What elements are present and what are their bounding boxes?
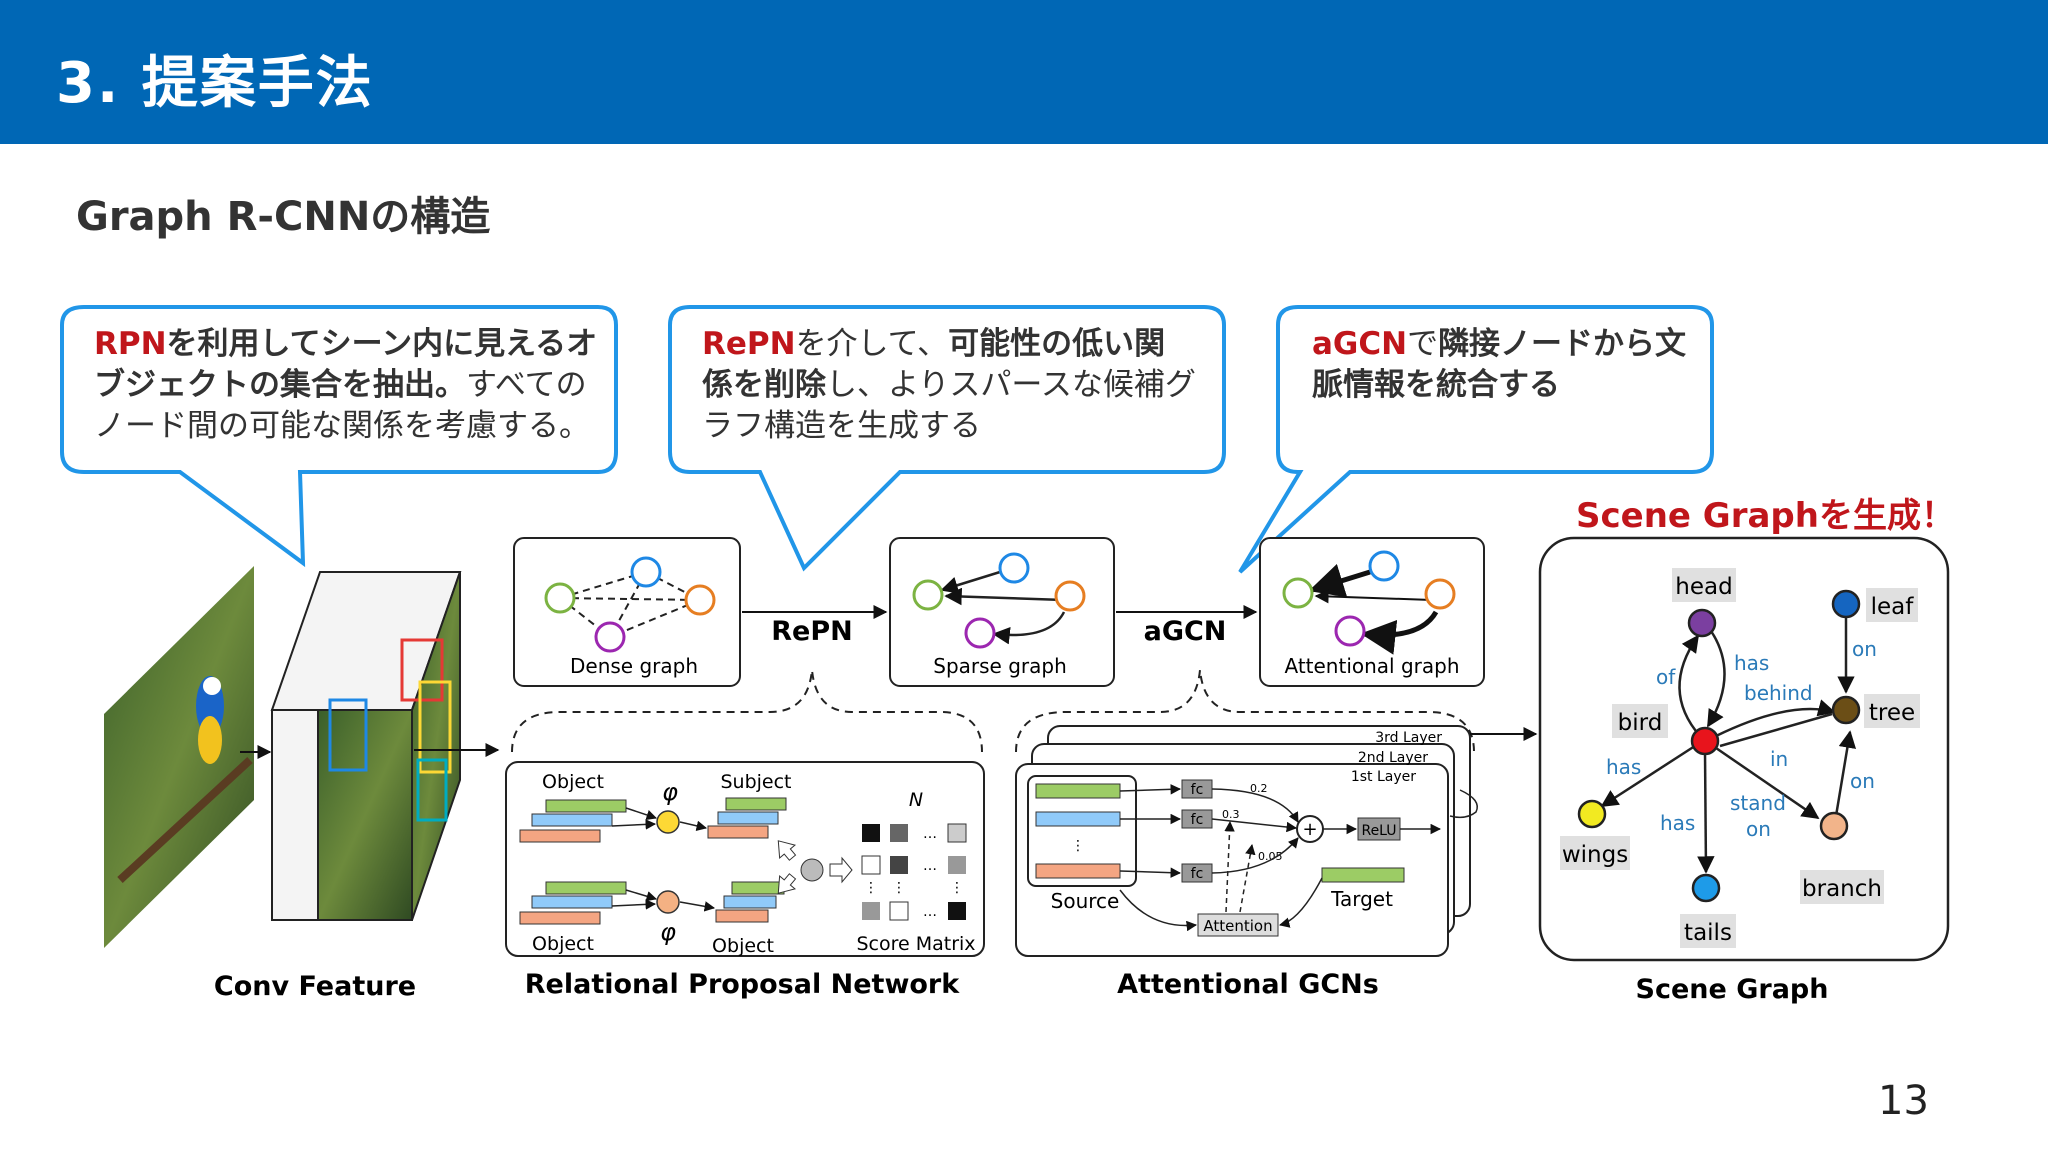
svg-text:⋮: ⋮ (1071, 838, 1085, 854)
svg-text:Score Matrix: Score Matrix (856, 933, 975, 955)
svg-text:tree: tree (1869, 700, 1915, 726)
svg-text:3rd Layer: 3rd Layer (1375, 730, 1442, 746)
svg-text:N: N (909, 789, 923, 811)
svg-text:fc: fc (1191, 866, 1204, 882)
svg-text:has: has (1660, 811, 1695, 835)
bubble-3-text: aGCNで隣接ノードから文 脈情報を統合する (1312, 326, 1687, 403)
sparse-graph-box (889, 537, 1115, 687)
conv-feature-block (270, 571, 462, 921)
dense-graph-box (513, 537, 741, 687)
svg-text:ReLU: ReLU (1361, 823, 1396, 839)
agcn-layer-1 (1015, 763, 1449, 957)
svg-text:Object: Object (712, 935, 774, 957)
svg-text:0.3: 0.3 (1222, 808, 1240, 821)
bubble-3-shape (1238, 305, 1714, 574)
svg-text:has: has (1734, 651, 1769, 675)
agcn-arrow-label: aGCN (1144, 616, 1227, 647)
node-leaf (1831, 589, 1861, 619)
svg-text:⋮: ⋮ (892, 880, 906, 896)
svg-text:1st Layer: 1st Layer (1351, 769, 1416, 785)
svg-text:+: + (1302, 819, 1317, 840)
node-bird (1690, 726, 1720, 756)
score-matrix: … … ⋮ ⋮ ⋮ … (861, 823, 967, 921)
svg-text:wings: wings (1562, 842, 1628, 868)
svg-text:stand: stand (1730, 791, 1786, 815)
title-bar: 3. 提案手法 (0, 0, 2048, 144)
svg-text:⋮: ⋮ (950, 880, 964, 896)
svg-text:behind: behind (1744, 681, 1813, 705)
svg-text:…: … (923, 826, 937, 842)
input-image (104, 566, 254, 948)
bubble-1-shape (60, 305, 618, 568)
bubble-2-shape (668, 305, 1226, 572)
node-wings (1577, 799, 1607, 829)
svg-text:…: … (923, 904, 937, 920)
svg-text:on: on (1850, 769, 1875, 793)
svg-text:0.2: 0.2 (1250, 782, 1268, 795)
svg-text:2nd Layer: 2nd Layer (1358, 750, 1428, 766)
svg-text:Object: Object (542, 771, 604, 793)
svg-text:0.05: 0.05 (1258, 850, 1283, 863)
svg-text:head: head (1675, 574, 1732, 600)
dense-graph-label: Dense graph (570, 654, 698, 678)
scene-graph-callout: Scene Graphを生成！ (1576, 496, 1955, 536)
node-tree (1831, 695, 1861, 725)
svg-text:φ: φ (662, 778, 678, 806)
node-head (1687, 608, 1717, 638)
svg-text:⋮: ⋮ (864, 880, 878, 896)
bubble-2-text: RePNを介して、可能性の低い関 係を削除し、よりスパースな候補グ ラフ構造を生… (702, 326, 1196, 444)
svg-text:Subject: Subject (720, 771, 791, 793)
scene-graph-label: Scene Graph (1636, 974, 1829, 1005)
svg-text:φ: φ (660, 918, 676, 946)
svg-text:tails: tails (1684, 920, 1732, 946)
svg-text:on: on (1852, 637, 1877, 661)
svg-text:bird: bird (1618, 710, 1663, 736)
page-number: 13 (1878, 1078, 1929, 1124)
sparse-graph-label: Sparse graph (933, 654, 1067, 678)
svg-text:in: in (1770, 747, 1788, 771)
bubble-1-text: RPNを利用してシーン内に見えるオ ブジェクトの集合を抽出。すべての ノード間の… (94, 326, 598, 444)
conv-feature-label: Conv Feature (214, 971, 416, 1002)
slide-title: 3. 提案手法 (56, 51, 374, 116)
svg-text:has: has (1606, 755, 1641, 779)
attentional-graph-label: Attentional graph (1284, 654, 1459, 678)
svg-text:fc: fc (1191, 782, 1204, 798)
svg-text:Object: Object (532, 933, 594, 955)
node-tails (1691, 873, 1721, 903)
svg-text:Attention: Attention (1203, 917, 1272, 935)
repn-arrow-label: RePN (771, 616, 853, 647)
node-branch (1819, 811, 1849, 841)
svg-text:of: of (1656, 665, 1676, 689)
section-subtitle: Graph R-CNNの構造 (76, 194, 491, 240)
svg-text:on: on (1746, 817, 1771, 841)
svg-text:Target: Target (1330, 887, 1393, 911)
svg-text:branch: branch (1802, 876, 1882, 902)
repn-label: Relational Proposal Network (525, 969, 960, 1000)
svg-text:…: … (923, 858, 937, 874)
svg-text:leaf: leaf (1871, 594, 1915, 620)
svg-text:Source: Source (1051, 889, 1120, 913)
agcn-label: Attentional GCNs (1117, 969, 1379, 1000)
svg-text:fc: fc (1191, 812, 1204, 828)
